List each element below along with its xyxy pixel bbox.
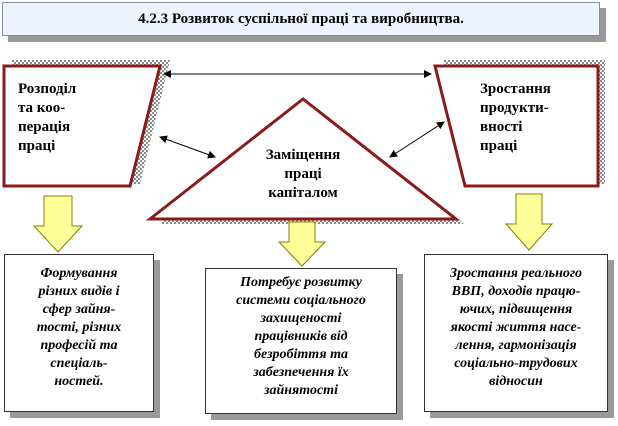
arrow-left-center (159, 135, 216, 159)
note-left-text: Формування різних видів і сфер зайня- то… (36, 266, 122, 389)
down-arrow-left (32, 195, 84, 253)
right-node-label: Зростання продукти- вності праці (480, 80, 592, 156)
down-arrow-right (504, 193, 554, 251)
note-left: Формування різних видів і сфер зайня- то… (4, 254, 154, 412)
center-node-shape (145, 97, 461, 221)
down-arrow-center (277, 221, 327, 267)
note-right: Зростання реального ВВП, доходів працю- … (424, 254, 608, 412)
left-node-label: Розподіл та коо- перація праці (18, 80, 138, 156)
diagram-title: 4.2.3 Розвиток суспільної праці та вироб… (2, 2, 600, 36)
left-node-shape (2, 64, 162, 188)
note-right-text: Зростання реального ВВП, доходів працю- … (449, 266, 583, 389)
center-node-label: Заміщення праці капіталом (238, 146, 368, 203)
arrow-center-right (389, 121, 445, 158)
right-node-text: Зростання продукти- вності праці (480, 81, 551, 154)
right-node-shape (433, 64, 600, 188)
note-center: Потребує розвитку системи соціального за… (205, 268, 397, 414)
center-node-text: Заміщення праці капіталом (265, 147, 341, 201)
left-node-text: Розподіл та коо- перація праці (18, 81, 77, 154)
note-center-text: Потребує розвитку системи соціального за… (236, 275, 366, 398)
